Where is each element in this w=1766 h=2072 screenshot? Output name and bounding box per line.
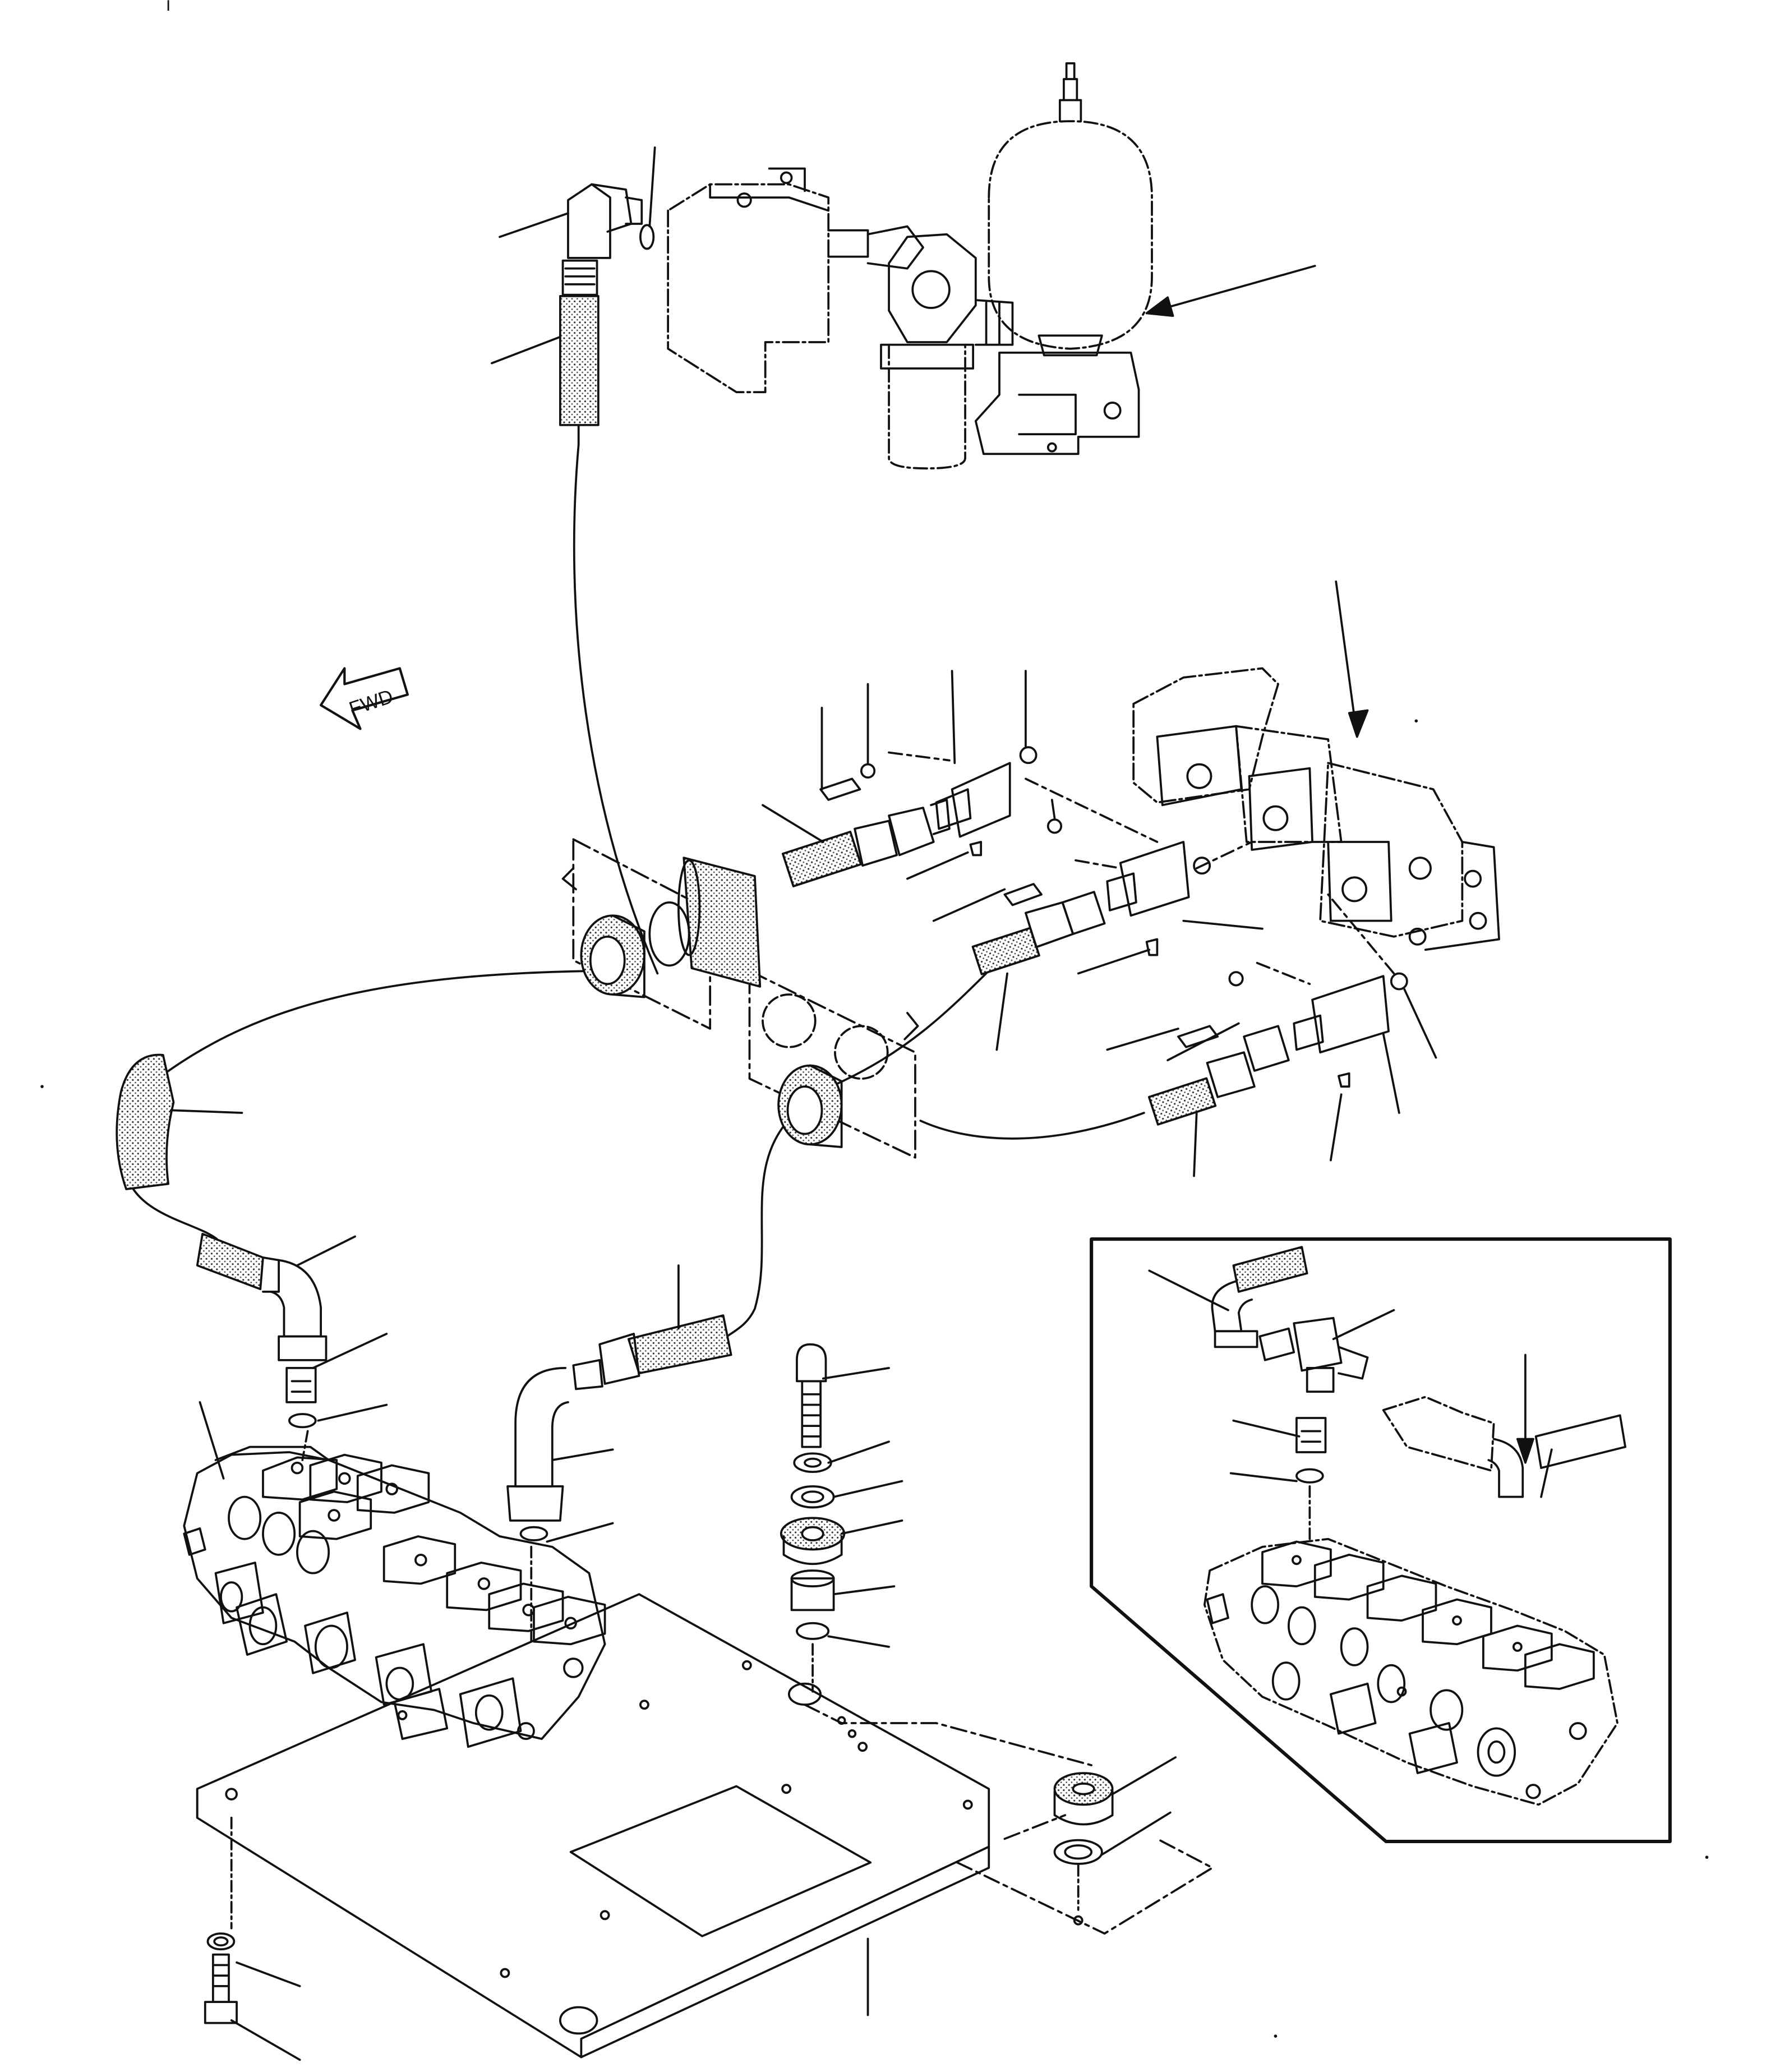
inset-detail-box xyxy=(1090,1237,1672,1844)
spacer-bolt-stack xyxy=(780,1343,846,1640)
accumulator-assembly xyxy=(667,62,1153,469)
hose-sleeve-center xyxy=(683,857,762,988)
hose-line-5 xyxy=(830,959,1000,1088)
fitting-chain-1 xyxy=(781,746,1038,887)
elbow-fitting-top xyxy=(561,183,655,296)
tandem-hydraulic-pump xyxy=(1132,667,1500,951)
hose-line-3 xyxy=(127,1180,218,1240)
forward-direction-arrow xyxy=(320,667,409,730)
bulkhead-plate-upper xyxy=(572,838,712,1030)
fitting-chain-3 xyxy=(1147,971,1408,1126)
fwd-label: FWD xyxy=(347,685,396,720)
hose-sleeve-top xyxy=(559,295,600,426)
washer-bolt-bottom-left xyxy=(204,1932,238,2024)
hose-line-4 xyxy=(722,1104,806,1341)
hose-line-6 xyxy=(919,1112,1145,1140)
leader-arrow xyxy=(1145,265,1316,315)
hose-line-1 xyxy=(573,444,659,975)
fitting-chain-2 xyxy=(971,818,1211,975)
inset-valve-details xyxy=(1206,1540,1595,1799)
hose-sleeve-left xyxy=(116,1053,175,1190)
elbow-fitting-left xyxy=(196,1232,328,1429)
elbow-fitting-center xyxy=(506,1314,732,1541)
hose-line-2 xyxy=(156,969,603,1080)
inset-control-valve-bank xyxy=(1203,1537,1619,1806)
control-valve-bank xyxy=(183,1445,606,1748)
grommet-plate-right xyxy=(1053,1772,1114,1926)
mounting-plate xyxy=(196,1593,990,2059)
grommet-lower xyxy=(777,1064,843,1148)
